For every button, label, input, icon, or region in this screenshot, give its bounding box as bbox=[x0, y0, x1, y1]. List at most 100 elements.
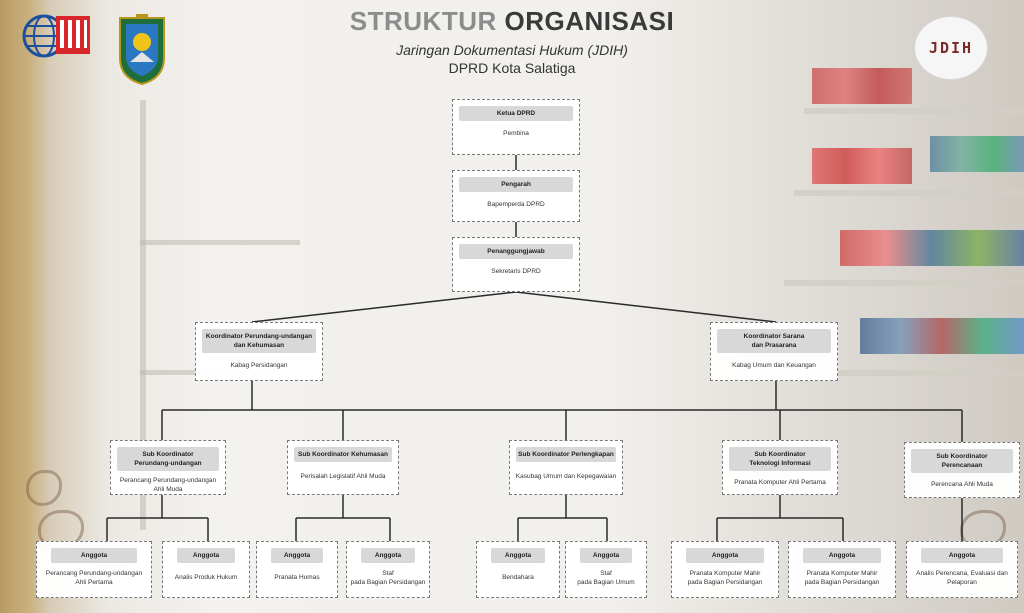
node-title-line: dan Prasarana bbox=[751, 342, 797, 349]
bookshelf-decoration bbox=[140, 100, 146, 530]
title-part-2: ORGANISASI bbox=[504, 6, 675, 36]
node-role: Pranata Komputer Ahli Pertama bbox=[734, 479, 826, 486]
org-node-anggota[interactable]: Anggota Staf pada Bagian Persidangan bbox=[346, 541, 430, 598]
org-node-anggota[interactable]: Anggota Pranata Komputer Mahir pada Bagi… bbox=[788, 541, 896, 598]
org-node-anggota[interactable]: Anggota Analis Produk Hukum bbox=[162, 541, 250, 598]
connector-line bbox=[515, 291, 777, 323]
bookshelf-decoration bbox=[784, 280, 1024, 286]
node-role: Pranata Komputer Mahir pada Bagian Persi… bbox=[672, 569, 778, 587]
node-title: Anggota bbox=[177, 548, 235, 563]
node-role: Pranata Komputer Mahir pada Bagian Persi… bbox=[789, 569, 895, 587]
node-role: Perencana Ahli Muda bbox=[931, 481, 993, 488]
batik-watermark bbox=[26, 470, 62, 506]
node-title: Sub Koordinator Kehumasan bbox=[294, 447, 392, 462]
org-node-sub-teknologi-informasi[interactable]: Sub Koordinator Teknologi Informasi Pran… bbox=[722, 440, 838, 495]
org-node-anggota[interactable]: Anggota Bendahara bbox=[476, 541, 560, 598]
node-role-line: pada Bagian Umum bbox=[577, 579, 635, 586]
bookshelf-decoration bbox=[794, 190, 1024, 196]
node-role-line: Ahli Pertama bbox=[75, 579, 113, 586]
org-node-anggota[interactable]: Anggota Pranata Humas bbox=[256, 541, 338, 598]
node-role-line: Pranata Komputer Mahir bbox=[806, 570, 878, 577]
connector-line bbox=[251, 291, 517, 323]
node-title: Pengarah bbox=[459, 177, 573, 192]
jdih-logo bbox=[22, 10, 94, 60]
node-title-line: Teknologi Informasi bbox=[749, 460, 811, 467]
node-title-line: Sub Koordinator bbox=[754, 451, 806, 458]
node-role: Sekretaris DPRD bbox=[491, 268, 541, 275]
node-role: Staf pada Bagian Umum bbox=[566, 569, 646, 587]
node-title-line: Koordinator Perundang-undangan bbox=[205, 333, 313, 340]
page-subtitle-1: Jaringan Dokumentasi Hukum (JDIH) bbox=[396, 42, 628, 58]
books-decoration bbox=[860, 318, 1024, 354]
org-node-pengarah[interactable]: Pengarah Bapemperda DPRD bbox=[452, 170, 580, 222]
node-role: Perancang Perundang-undangan Ahli Pertam… bbox=[37, 569, 151, 587]
node-role-line: pada Bagian Persidangan bbox=[804, 579, 880, 586]
jdih-seal-text: JDIH bbox=[928, 39, 974, 57]
node-title: Koordinator Sarana dan Prasarana bbox=[717, 329, 831, 353]
node-role: Perisalah Legislatif Ahli Muda bbox=[300, 473, 386, 480]
books-decoration bbox=[840, 230, 1024, 266]
org-node-koordinator-perundangan[interactable]: Koordinator Perundang-undangan dan Kehum… bbox=[195, 322, 323, 381]
node-role: Kabag Umum dan Keuangan bbox=[732, 362, 816, 369]
node-role-line: Staf bbox=[600, 570, 612, 577]
node-role-line: Analis Perencana, Evaluasi dan bbox=[916, 570, 1008, 577]
books-decoration bbox=[812, 148, 912, 184]
node-role: Analis Perencana, Evaluasi dan Pelaporan bbox=[907, 569, 1017, 587]
node-title: Anggota bbox=[921, 548, 1003, 563]
node-role: Kasubag Umum dan Kepegawaian bbox=[515, 473, 617, 480]
books-decoration bbox=[930, 136, 1024, 172]
node-title: Anggota bbox=[271, 548, 323, 563]
node-title: Sub Koordinator Teknologi Informasi bbox=[729, 447, 831, 471]
org-node-anggota[interactable]: Anggota Analis Perencana, Evaluasi dan P… bbox=[906, 541, 1018, 598]
node-role: Analis Produk Hukum bbox=[174, 574, 238, 581]
node-role-line: pada Bagian Persidangan bbox=[350, 579, 426, 586]
node-title: Sub Koordinator Perundang-undangan bbox=[117, 447, 219, 471]
page-title: STRUKTUR ORGANISASI bbox=[0, 6, 1024, 37]
node-role-line: Pelaporan bbox=[947, 579, 977, 586]
node-role: Pranata Humas bbox=[274, 574, 320, 581]
node-role: Perancang Perundang-undangan Ahli Muda bbox=[111, 476, 225, 494]
books-decoration bbox=[812, 68, 912, 104]
node-role-line: Perancang Perundang-undangan bbox=[119, 477, 217, 484]
node-title: Ketua DPRD bbox=[459, 106, 573, 121]
bookshelf-decoration bbox=[804, 108, 1024, 114]
org-node-anggota[interactable]: Anggota Perancang Perundang-undangan Ahl… bbox=[36, 541, 152, 598]
jdih-seal-logo: JDIH bbox=[914, 16, 988, 80]
org-node-sub-kehumasan[interactable]: Sub Koordinator Kehumasan Perisalah Legi… bbox=[287, 440, 399, 495]
node-title: Anggota bbox=[686, 548, 764, 563]
org-node-sub-perencanaan[interactable]: Sub Koordinator Perencanaan Perencana Ah… bbox=[904, 442, 1020, 498]
node-role-line: Perancang Perundang-undangan bbox=[45, 570, 143, 577]
org-node-anggota[interactable]: Anggota Staf pada Bagian Umum bbox=[565, 541, 647, 598]
org-node-koordinator-sarana[interactable]: Koordinator Sarana dan Prasarana Kabag U… bbox=[710, 322, 838, 381]
node-role: Staf pada Bagian Persidangan bbox=[347, 569, 429, 587]
node-role-line: Pranata Komputer Mahir bbox=[689, 570, 761, 577]
node-title: Koordinator Perundang-undangan dan Kehum… bbox=[202, 329, 316, 353]
node-title-line: Sub Koordinator bbox=[142, 451, 194, 458]
node-title-line: Perencanaan bbox=[941, 462, 983, 469]
node-role-line: Staf bbox=[382, 570, 394, 577]
bookshelf-decoration bbox=[140, 240, 300, 245]
node-title-line: Perundang-undangan bbox=[134, 460, 202, 467]
node-title: Sub Koordinator Perlengkapan bbox=[516, 447, 616, 462]
node-role: Bapemperda DPRD bbox=[487, 201, 545, 208]
org-node-anggota[interactable]: Anggota Pranata Komputer Mahir pada Bagi… bbox=[671, 541, 779, 598]
node-role: Bendahara bbox=[502, 574, 534, 581]
salatiga-crest-logo bbox=[116, 12, 168, 86]
page-subtitle-2: DPRD Kota Salatiga bbox=[448, 60, 576, 76]
node-title: Sub Koordinator Perencanaan bbox=[911, 449, 1013, 473]
node-role: Kabag Persidangan bbox=[230, 362, 288, 369]
node-role: Pembina bbox=[503, 130, 529, 137]
org-node-penanggungjawab[interactable]: Penanggungjawab Sekretaris DPRD bbox=[452, 237, 580, 292]
node-title: Anggota bbox=[803, 548, 881, 563]
node-title-line: dan Kehumasan bbox=[233, 342, 285, 349]
node-title: Penanggungjawab bbox=[459, 244, 573, 259]
node-title-line: Sub Koordinator bbox=[936, 453, 988, 460]
title-part-1: STRUKTUR bbox=[349, 6, 497, 36]
node-title: Anggota bbox=[580, 548, 632, 563]
node-title: Anggota bbox=[361, 548, 415, 563]
bookshelf-decoration bbox=[774, 370, 1024, 376]
org-node-sub-perlengkapan[interactable]: Sub Koordinator Perlengkapan Kasubag Umu… bbox=[509, 440, 623, 495]
org-node-ketua[interactable]: Ketua DPRD Pembina bbox=[452, 99, 580, 155]
org-node-sub-perundangan[interactable]: Sub Koordinator Perundang-undangan Peran… bbox=[110, 440, 226, 495]
